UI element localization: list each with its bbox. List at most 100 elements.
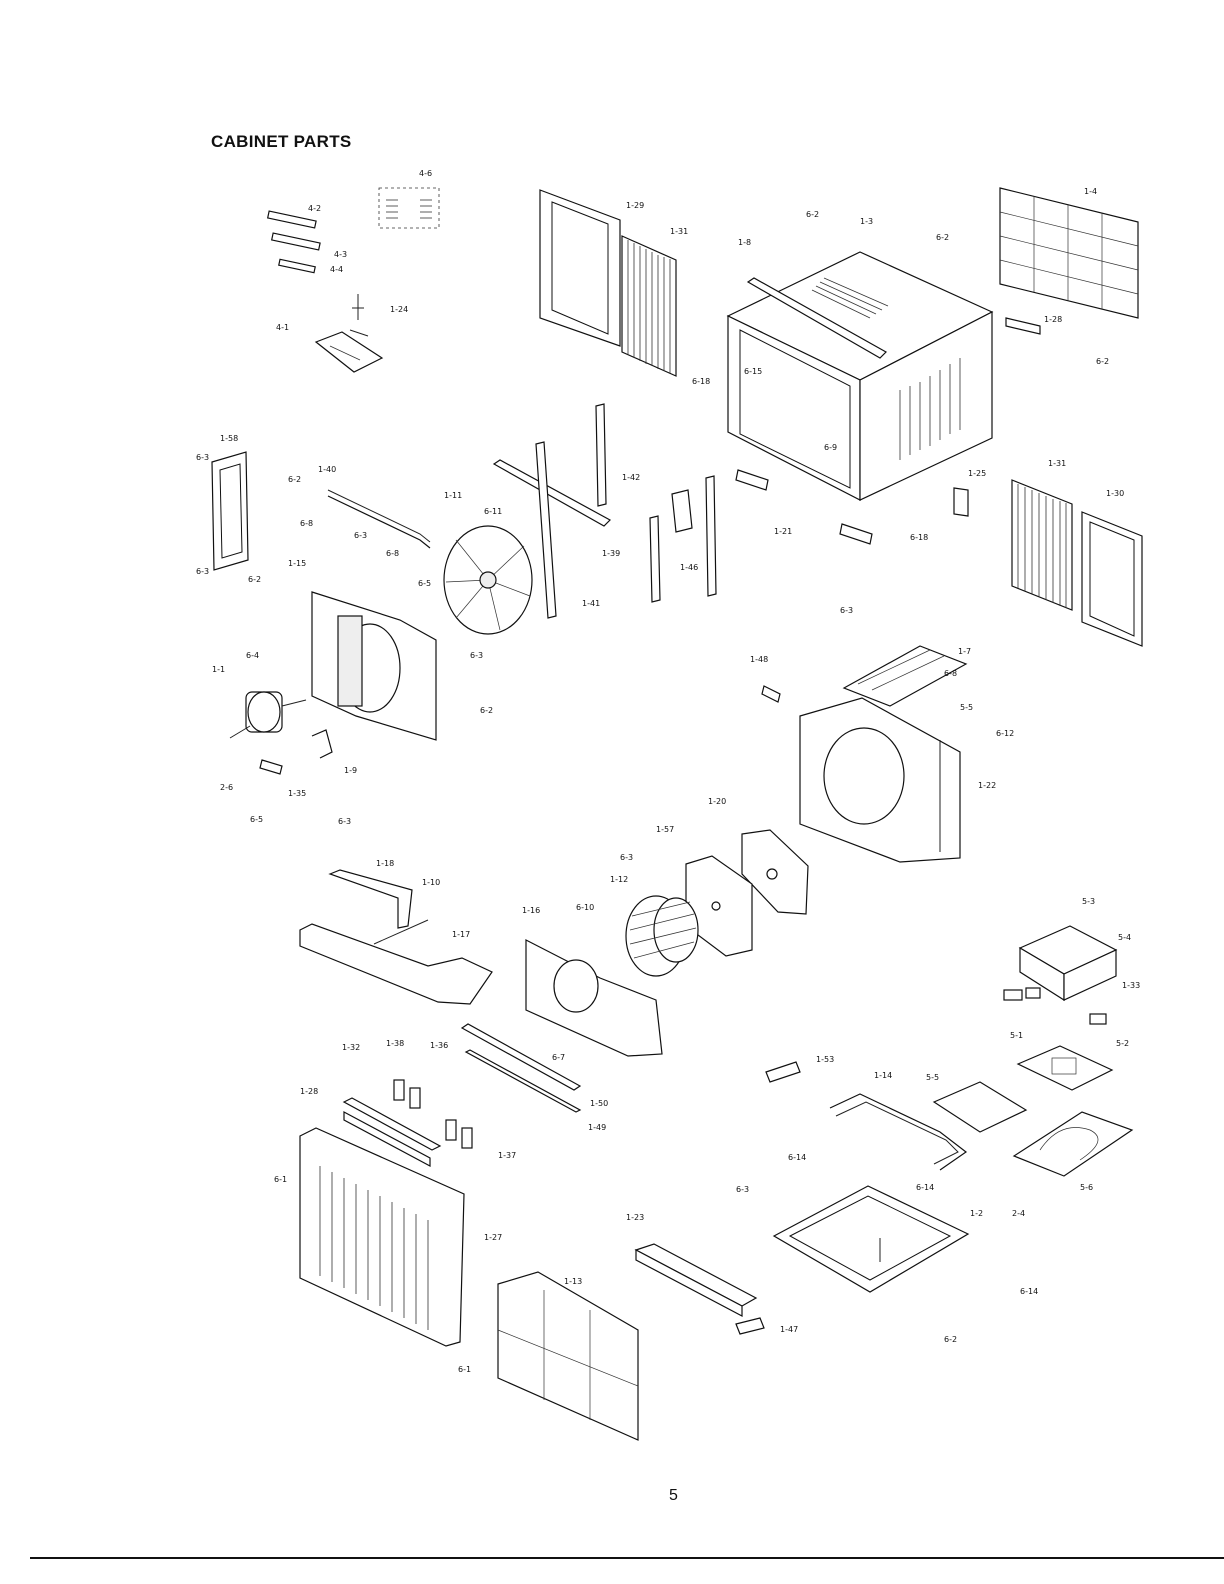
- part-label: 1-36: [430, 1041, 448, 1050]
- part-label: 1-37: [498, 1151, 516, 1160]
- part-label: 1-12: [610, 875, 628, 884]
- part-label: 6-1: [458, 1365, 471, 1374]
- part-1-3-cabinet: [726, 251, 994, 501]
- part-label: 1-32: [342, 1043, 360, 1052]
- part-label: 6-2: [480, 706, 493, 715]
- part-1-29-frame: [539, 189, 621, 347]
- part-label: 5-4: [1118, 933, 1131, 942]
- part-label: 1-50: [590, 1099, 608, 1108]
- part-label: 5-1: [1010, 1031, 1023, 1040]
- part-label: 6-2: [1096, 357, 1109, 366]
- part-1-30-frame-right: [1081, 511, 1143, 647]
- part-label: 6-3: [470, 651, 483, 660]
- part-1-13-filter: [497, 1271, 639, 1441]
- part-label: 1-33: [1122, 981, 1140, 990]
- part-label: 6-8: [386, 549, 399, 558]
- part-5-2-transformer: [1016, 1045, 1114, 1091]
- part-label: 6-15: [744, 367, 762, 376]
- part-label: 6-14: [788, 1153, 806, 1162]
- part-1-7-tray: [842, 645, 968, 707]
- part-1-15-shroud: [311, 591, 437, 741]
- part-1-39-1-41-bars: [492, 403, 717, 619]
- part-label: 6-10: [576, 903, 594, 912]
- part-label: 1-8: [738, 238, 751, 247]
- part-label: 6-3: [354, 531, 367, 540]
- part-label: 1-28: [1044, 315, 1062, 324]
- part-label: 1-11: [444, 491, 462, 500]
- part-label: 6-3: [736, 1185, 749, 1194]
- part-label: 6-1: [274, 1175, 287, 1184]
- part-label: 1-3: [860, 217, 873, 226]
- part-label: 1-53: [816, 1055, 834, 1064]
- part-1-24-bracket: [349, 294, 369, 337]
- part-label: 5-5: [926, 1073, 939, 1082]
- part-1-50-rail: [460, 1023, 582, 1091]
- part-label: 6-3: [338, 817, 351, 826]
- part-label: 1-42: [622, 473, 640, 482]
- part-label: 5-2: [1116, 1039, 1129, 1048]
- part-1-46-block: [671, 489, 693, 533]
- part-1-8-rail: [746, 277, 887, 359]
- part-5-6-cord: [1012, 1111, 1134, 1177]
- part-label: 6-2: [806, 210, 819, 219]
- part-label: 1-31: [1048, 459, 1066, 468]
- part-1-14-handle: [829, 1093, 968, 1171]
- part-1-22-orifice: [799, 697, 961, 863]
- part-1-31-louver: [621, 235, 677, 377]
- part-label: 6-2: [288, 475, 301, 484]
- part-1-27-front-panel: [299, 1127, 465, 1347]
- part-label: 6-3: [196, 453, 209, 462]
- part-label: 4-4: [330, 265, 343, 274]
- part-label: 6-2: [936, 233, 949, 242]
- part-5-5-sheet: [932, 1081, 1028, 1133]
- part-label: 1-16: [522, 906, 540, 915]
- part-label: 6-14: [916, 1183, 934, 1192]
- part-1-25-plate: [953, 487, 969, 517]
- part-label: 1-13: [564, 1277, 582, 1286]
- part-label: 1-58: [220, 434, 238, 443]
- part-label: 1-9: [344, 766, 357, 775]
- part-1-53-block: [765, 1061, 801, 1083]
- part-label: 1-7: [958, 647, 971, 656]
- part-1-47-block: [735, 1317, 765, 1335]
- part-label: 6-8: [944, 669, 957, 678]
- part-label: 1-31: [670, 227, 688, 236]
- bottom-rule: [30, 1557, 1224, 1559]
- part-label: 6-14: [1020, 1287, 1038, 1296]
- part-label: 1-57: [656, 825, 674, 834]
- part-label: 1-29: [626, 201, 644, 210]
- part-label: 1-14: [874, 1071, 892, 1080]
- part-1-40-bar: [327, 489, 431, 549]
- part-label: 1-48: [750, 655, 768, 664]
- part-1-17-base-pan: [299, 923, 493, 1005]
- part-4-6-label-card: [378, 187, 440, 229]
- part-label: 1-49: [588, 1123, 606, 1132]
- part-1-11-fan: [443, 525, 533, 635]
- part-label: 6-3: [840, 606, 853, 615]
- part-label: 1-30: [1106, 489, 1124, 498]
- part-label: 1-24: [390, 305, 408, 314]
- page-title: CABINET PARTS: [211, 132, 352, 151]
- part-5-3-control-box: [1018, 925, 1118, 1002]
- part-label: 1-40: [318, 465, 336, 474]
- part-label: 1-39: [602, 549, 620, 558]
- part-label: 1-38: [386, 1039, 404, 1048]
- part-1-12-blower-wheel: [625, 895, 699, 977]
- part-label: 1-1: [212, 665, 225, 674]
- part-1-58-panel: [211, 451, 249, 571]
- part-1-37-louvers: [393, 1079, 473, 1149]
- part-1-23-frame: [634, 1243, 758, 1317]
- part-label: 2-4: [1012, 1209, 1025, 1218]
- part-label: 5-5: [960, 703, 973, 712]
- part-label: 4-6: [419, 169, 432, 178]
- part-label: 1-22: [978, 781, 996, 790]
- part-1-20-plate: [741, 829, 809, 915]
- part-1-1-motor: [229, 691, 307, 739]
- part-labels: 4-6 4-2 4-3 4-4 1-24 4-1 1-29 1-31 6-2 1…: [196, 169, 1140, 1374]
- part-label: 1-47: [780, 1325, 798, 1334]
- part-label: 1-15: [288, 559, 306, 568]
- part-label: 1-28: [300, 1087, 318, 1096]
- part-label: 1-18: [376, 859, 394, 868]
- part-1-35-clip: [259, 759, 283, 775]
